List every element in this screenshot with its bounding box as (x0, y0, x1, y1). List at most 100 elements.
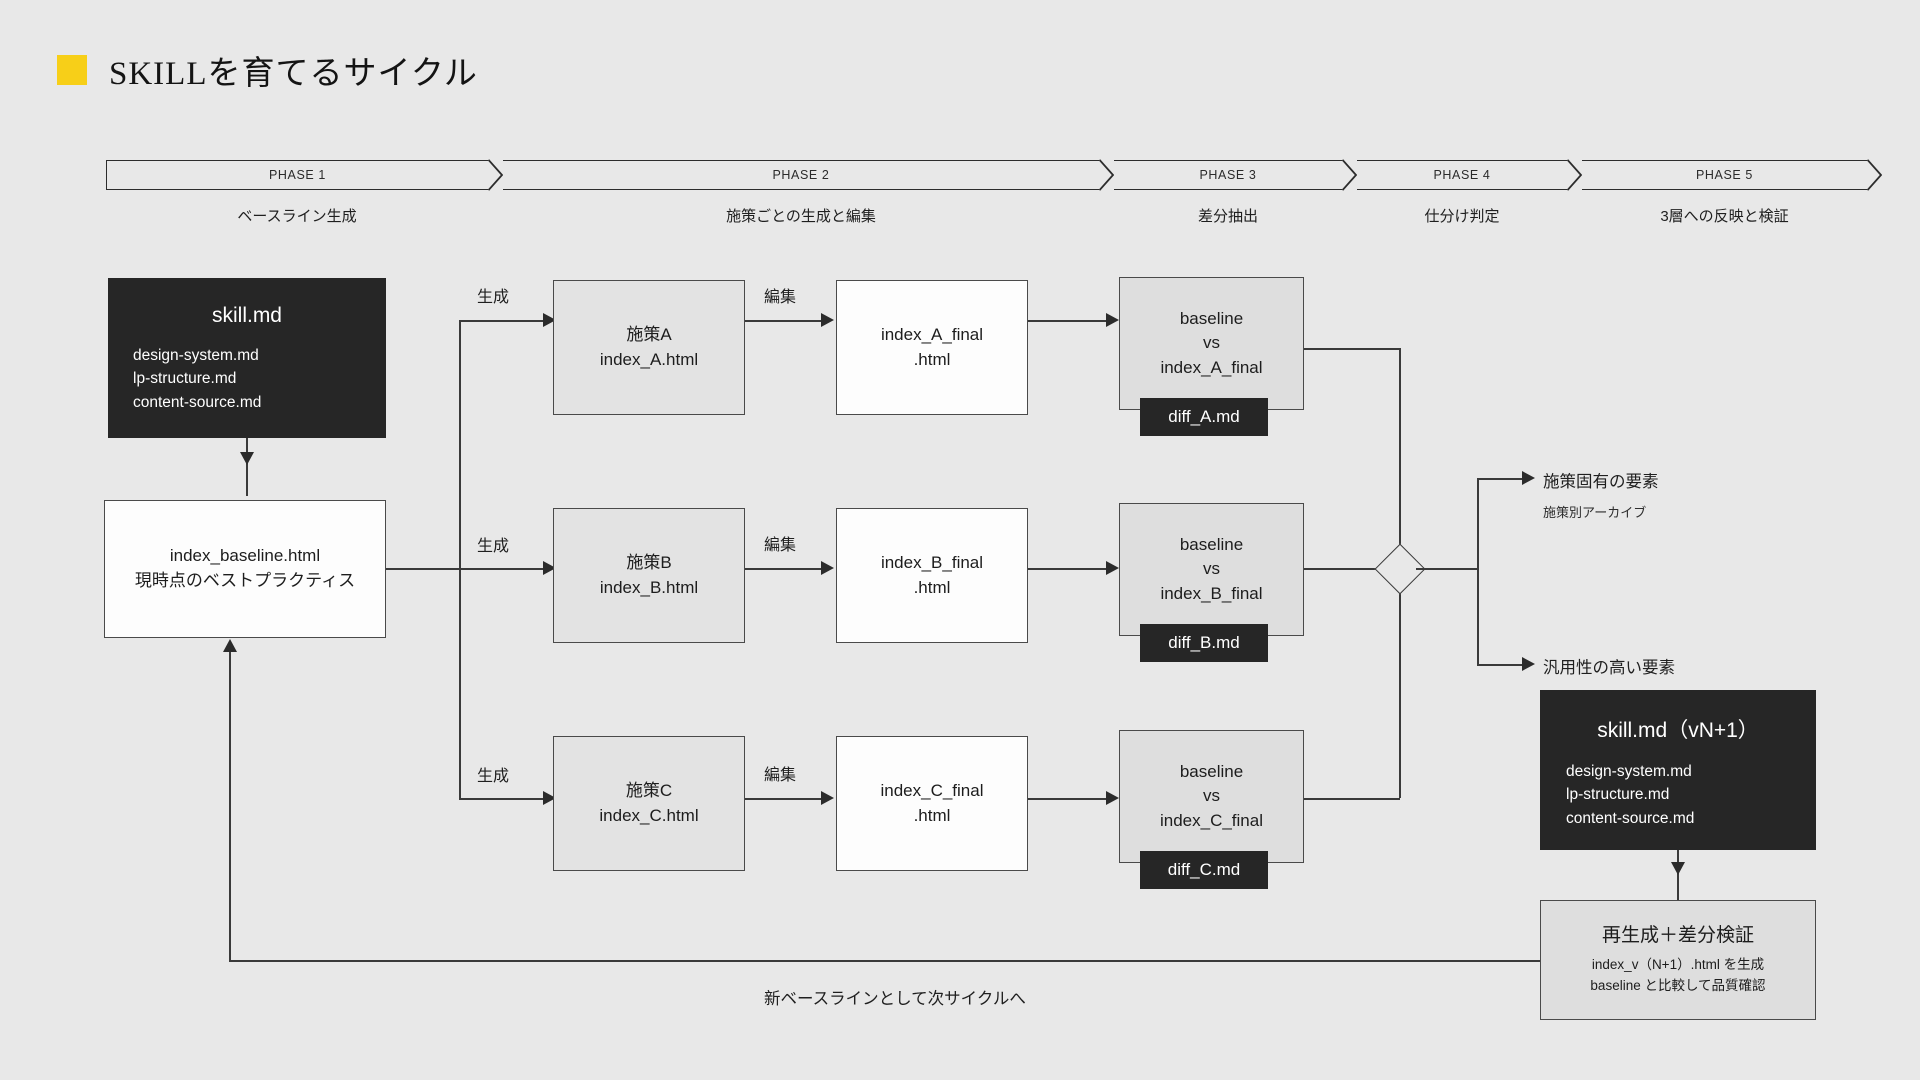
badge-diff-b: diff_B.md (1140, 624, 1268, 662)
arrowhead-down-icon (240, 452, 254, 465)
edge-skill-to-baseline (246, 438, 248, 496)
node-final-c: index_C_final .html (836, 736, 1028, 871)
edge-branch-a (459, 320, 545, 322)
edge-label-generate-b: 生成 (477, 538, 510, 555)
skill-md-next-file: design-system.md (1566, 763, 1692, 780)
final-extension: .html (913, 349, 951, 369)
arrowhead-up-icon (223, 639, 237, 652)
edge-edit-c (745, 798, 823, 800)
chevron-right-icon (1342, 159, 1357, 192)
chevron-right-icon (488, 159, 503, 192)
edge-compare-c-out (1304, 798, 1400, 800)
compare-line: vs (1203, 559, 1220, 579)
edge-final-to-compare-a (1028, 320, 1108, 322)
skill-md-file: content-source.md (133, 393, 262, 411)
compare-line: index_A_final (1160, 357, 1263, 377)
edge-branch-b (459, 568, 545, 570)
node-final-b: index_B_final .html (836, 508, 1028, 643)
node-compare-b: baseline vs index_B_final (1119, 503, 1304, 636)
final-filename: index_A_final (880, 324, 984, 344)
skill-md-file: lp-structure.md (133, 370, 237, 388)
chevron-right-icon (1867, 159, 1882, 192)
phase-caption-1: ベースライン生成 (237, 208, 357, 225)
arrowhead-right-icon (1106, 791, 1119, 805)
skill-md-title: skill.md (211, 304, 282, 327)
measure-file: index_A.html (599, 349, 699, 369)
baseline-filename: index_baseline.html (169, 546, 321, 566)
edge-next-to-regen (1677, 850, 1679, 900)
final-extension: .html (913, 805, 951, 825)
edge-label-generate-c: 生成 (477, 768, 510, 785)
edge-branch-c (459, 798, 545, 800)
compare-line: index_B_final (1160, 583, 1263, 603)
edge-branch-split (1477, 478, 1479, 666)
title-text: SKILLを育てるサイクル (109, 56, 478, 92)
edge-baseline-trunk (386, 568, 460, 570)
edge-edit-b (745, 568, 823, 570)
arrowhead-right-icon (821, 791, 834, 805)
final-filename: index_B_final (880, 552, 984, 572)
branch-general-label: 汎用性の高い要素 (1543, 659, 1675, 677)
compare-line: baseline (1179, 534, 1244, 554)
edge-label-generate-a: 生成 (477, 289, 510, 306)
compare-line: baseline (1179, 308, 1244, 328)
phase-caption-4: 仕分け判定 (1424, 208, 1500, 225)
arrowhead-right-icon (821, 561, 834, 575)
arrowhead-right-icon (1522, 471, 1535, 485)
chevron-right-icon (1099, 159, 1114, 192)
measure-file: index_B.html (599, 577, 699, 597)
node-skill-md: skill.md design-system.md lp-structure.m… (108, 278, 386, 438)
chevron-right-icon (1567, 159, 1582, 192)
phase-segment-4: PHASE 4 (1357, 159, 1582, 192)
feedback-caption: 新ベースラインとして次サイクルへ (764, 990, 1026, 1008)
arrowhead-right-icon (1522, 657, 1535, 671)
phase-banner: PHASE 1 PHASE 2 PHASE 3 PHASE 4 PHASE 5 (106, 159, 1882, 192)
regenerate-line-2: baseline と比較して品質確認 (1590, 977, 1766, 993)
node-measure-c: 施策C index_C.html (553, 736, 745, 871)
node-compare-c: baseline vs index_C_final (1119, 730, 1304, 863)
skill-md-files: design-system.md lp-structure.md content… (133, 344, 361, 414)
compare-line: vs (1203, 333, 1220, 353)
edge-diamond-out (1416, 568, 1478, 570)
edge-label-edit-a: 編集 (764, 289, 797, 306)
edge-label-edit-b: 編集 (764, 537, 797, 554)
branch-specific-sublabel: 施策別アーカイブ (1543, 505, 1647, 520)
regenerate-line-1: index_v（N+1）.html を生成 (1591, 956, 1765, 972)
node-skill-md-next: skill.md（vN+1） design-system.md lp-struc… (1540, 690, 1816, 850)
node-regenerate: 再生成＋差分検証 index_v（N+1）.html を生成 baseline … (1540, 900, 1816, 1020)
arrowhead-right-icon (543, 791, 556, 805)
phase-caption-3: 差分抽出 (1197, 208, 1258, 225)
phase-segment-5: PHASE 5 (1582, 159, 1882, 192)
edge-edit-a (745, 320, 823, 322)
regenerate-title: 再生成＋差分検証 (1601, 925, 1754, 947)
measure-file: index_C.html (599, 805, 699, 825)
arrowhead-right-icon (1106, 561, 1119, 575)
edge-compare-b-out (1304, 568, 1400, 570)
edge-branch-specific (1477, 478, 1524, 480)
compare-line: index_C_final (1159, 810, 1263, 830)
phase-segment-3: PHASE 3 (1114, 159, 1357, 192)
edge-feedback-vertical (229, 650, 231, 960)
compare-line: baseline (1179, 761, 1244, 781)
edge-compare-a-out (1304, 348, 1400, 350)
skill-md-next-file: content-source.md (1566, 809, 1695, 827)
measure-name: 施策C (625, 780, 673, 800)
phase-caption-5: 3層への反映と検証 (1660, 208, 1789, 225)
arrowhead-right-icon (1106, 313, 1119, 327)
arrowhead-right-icon (821, 313, 834, 327)
edge-final-to-compare-c (1028, 798, 1108, 800)
final-extension: .html (913, 577, 951, 597)
node-index-baseline: index_baseline.html 現時点のベストプラクティス (104, 500, 386, 638)
baseline-caption: 現時点のベストプラクティス (134, 571, 356, 590)
branch-specific-label: 施策固有の要素 (1543, 473, 1659, 491)
arrowhead-right-icon (543, 561, 556, 575)
measure-name: 施策A (626, 324, 672, 344)
final-filename: index_C_final (880, 780, 984, 800)
phase-caption-2: 施策ごとの生成と編集 (726, 208, 876, 225)
skill-md-next-file: lp-structure.md (1566, 786, 1670, 804)
arrowhead-right-icon (543, 313, 556, 327)
measure-name: 施策B (626, 552, 672, 572)
edge-branch-general (1477, 664, 1524, 666)
phase-segment-1: PHASE 1 (106, 159, 503, 192)
